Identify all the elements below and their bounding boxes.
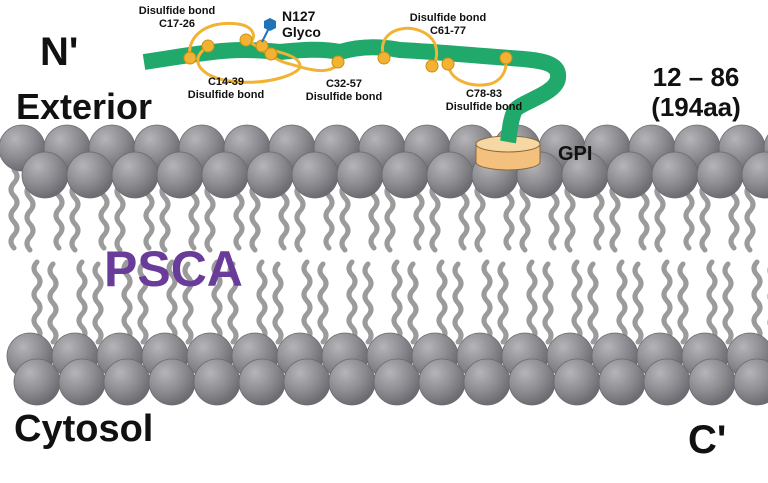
glycan-icon: [261, 18, 276, 43]
disulfide-residues: C78-83: [465, 88, 503, 100]
disulfide-bond-5: C78-83 Disulfide bond: [436, 88, 532, 114]
lipid-head: [238, 358, 286, 406]
lipid-head: [733, 358, 768, 406]
lipid-tail: [166, 259, 178, 343]
lipid-tail: [436, 259, 448, 343]
disulfide-caption: Disulfide bond: [187, 89, 265, 101]
disulfide-caption: Disulfide bond: [409, 12, 487, 24]
disulfide-bond-4: Disulfide bond C61-77: [400, 12, 496, 38]
c-terminus-label: C': [688, 418, 727, 462]
lipid-tail: [706, 259, 718, 343]
lipid-head: [651, 151, 699, 199]
lipid-head: [291, 151, 339, 199]
lipid-tail: [362, 261, 374, 345]
disulfide-residues: C32-57: [325, 78, 363, 90]
disulfide-bond-3: C32-57 Disulfide bond: [296, 78, 392, 104]
lipid-tail: [751, 259, 763, 343]
lipid-head: [58, 358, 106, 406]
lipid-tail: [616, 259, 628, 343]
lipid-head: [426, 151, 474, 199]
cysteine-residues: [183, 33, 513, 73]
gpi-label: GPI: [558, 143, 593, 165]
disulfide-residues: C61-77: [429, 25, 467, 37]
lipid-head: [193, 358, 241, 406]
lipid-head: [111, 151, 159, 199]
lipid-tail: [571, 259, 583, 343]
residue-range-label: 12 – 86: [652, 62, 740, 92]
lipid-head: [328, 358, 376, 406]
lipid-head: [696, 151, 744, 199]
lipid-head: [283, 358, 331, 406]
lipid-tail: [227, 261, 239, 345]
lipid-head: [381, 151, 429, 199]
lipid-head: [336, 151, 384, 199]
lipid-tail: [47, 261, 59, 345]
lipid-tail: [256, 259, 268, 343]
disulfide-bond-2: C14-39 Disulfide bond: [178, 76, 274, 102]
lipid-tail: [272, 261, 284, 345]
lipid-tail: [8, 167, 20, 251]
lipid-tail: [587, 261, 599, 345]
exterior-label: Exterior: [16, 86, 153, 127]
lipid-head: [246, 151, 294, 199]
lipid-tail: [722, 261, 734, 345]
lipid-tail: [301, 259, 313, 343]
lipid-tail: [526, 259, 538, 343]
lipid-tail: [31, 259, 43, 343]
lipid-head: [21, 151, 69, 199]
lipid-head: [598, 358, 646, 406]
lipid-tail: [92, 261, 104, 345]
lipid-head: [508, 358, 556, 406]
lipid-head: [66, 151, 114, 199]
lipid-tail: [317, 261, 329, 345]
disulfide-caption: Disulfide bond: [445, 101, 523, 113]
disulfide-bond-1: Disulfide bond C17-26: [132, 5, 222, 31]
lipid-heads-inner-front-row: [13, 358, 768, 406]
lipid-head: [741, 151, 768, 199]
lipid-head: [148, 358, 196, 406]
lipid-tail: [211, 259, 223, 343]
lipid-tail: [452, 261, 464, 345]
lipid-tail: [391, 259, 403, 343]
lipid-head: [373, 358, 421, 406]
lipid-head: [103, 358, 151, 406]
lipid-head: [201, 151, 249, 199]
cytosol-label: Cytosol: [14, 408, 154, 450]
lipid-tails-inner-leaflet: [31, 259, 768, 345]
lipid-head: [463, 358, 511, 406]
lipid-head: [553, 358, 601, 406]
lipid-heads-outer-front-row: [21, 151, 768, 199]
lipid-tail: [121, 259, 133, 343]
disulfide-caption: Disulfide bond: [305, 91, 383, 103]
lipid-head: [688, 358, 736, 406]
lipid-tail: [137, 261, 149, 345]
protein-length-label: (194aa): [651, 92, 741, 122]
lipid-tail: [182, 261, 194, 345]
disulfide-residues: C17-26: [158, 18, 196, 30]
lipid-tail: [481, 259, 493, 343]
lipid-tail: [76, 259, 88, 343]
lipid-tail: [632, 261, 644, 345]
lipid-head: [418, 358, 466, 406]
lipid-tail: [346, 259, 358, 343]
lipid-head: [643, 358, 691, 406]
lipid-tail: [661, 259, 673, 343]
lipid-tail: [542, 261, 554, 345]
lipid-head: [156, 151, 204, 199]
lipid-head: [13, 358, 61, 406]
lipid-tail: [677, 261, 689, 345]
glyco-label: Glyco: [282, 24, 321, 40]
gpi-anchor: [475, 135, 541, 171]
psca-label: PSCA: [104, 241, 243, 297]
glyco-site-label: N127: [282, 8, 316, 24]
lipid-tail: [497, 261, 509, 345]
lipid-head: [606, 151, 654, 199]
n-terminus-label: N': [40, 30, 79, 74]
lipid-tail: [407, 261, 419, 345]
disulfide-caption: Disulfide bond: [138, 5, 216, 17]
disulfide-residues: C14-39: [207, 76, 245, 88]
